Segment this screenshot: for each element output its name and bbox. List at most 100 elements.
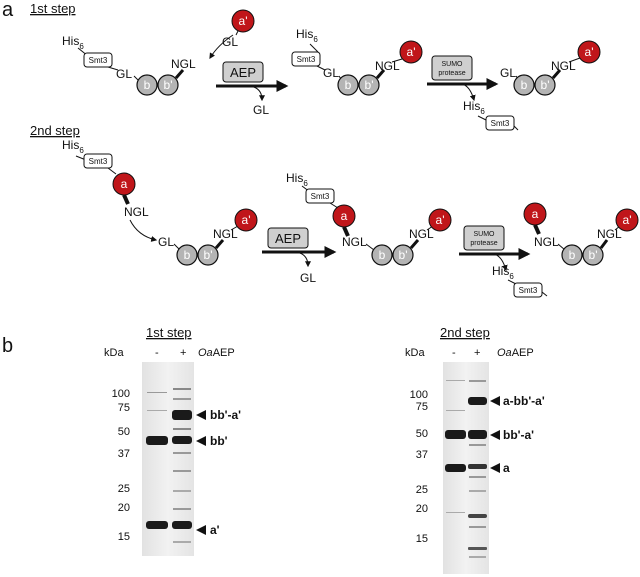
panel-b-letter: b bbox=[2, 335, 13, 357]
domain-b bbox=[513, 74, 535, 96]
step2-acceptor: GL b b' NGL a' bbox=[158, 208, 258, 266]
ngl-label: NGL bbox=[551, 59, 576, 73]
domain-b-prime-label: b' bbox=[541, 78, 550, 92]
his-label: His6 bbox=[463, 99, 485, 116]
domain-b bbox=[136, 74, 158, 96]
step1-product: GL b b' NGL a' bbox=[500, 40, 601, 96]
mw-marker: 50 bbox=[118, 426, 130, 438]
domain-b-prime bbox=[197, 244, 219, 266]
domain-a-prime-label: a' bbox=[585, 45, 594, 59]
gel1-faint-band bbox=[147, 392, 167, 393]
smt3-label: Smt3 bbox=[491, 119, 510, 128]
his-label: His6 bbox=[296, 27, 318, 44]
gel2-band bbox=[445, 430, 466, 439]
gel2-faint-band bbox=[469, 476, 486, 478]
sumo-protease-step2: SUMO protease His6 Smt3 bbox=[459, 225, 548, 298]
step2-intermediate: His6 Smt3 a NGL b b' NGL a' bbox=[286, 171, 452, 266]
aep-label: AEP bbox=[230, 65, 256, 80]
his-label: His6 bbox=[492, 264, 514, 281]
domain-a-prime bbox=[615, 208, 639, 232]
gel2-title: 2nd step bbox=[440, 325, 490, 340]
smt3-tag bbox=[291, 51, 321, 67]
lane-plus-label: + bbox=[180, 347, 186, 359]
gel1-faint-band bbox=[173, 541, 191, 543]
gl-label: GL bbox=[222, 35, 238, 49]
domain-a-prime bbox=[231, 9, 255, 33]
mw-marker: 50 bbox=[416, 428, 428, 440]
smt3-tag bbox=[83, 52, 113, 68]
domain-b-label: b bbox=[569, 248, 576, 262]
domain-b bbox=[337, 74, 359, 96]
domain-a-label: a bbox=[341, 209, 348, 223]
gl-label: GL bbox=[500, 66, 516, 80]
gel2-faint-band bbox=[446, 512, 465, 513]
domain-a-label: a bbox=[121, 177, 128, 191]
domain-a-label: a bbox=[532, 207, 539, 221]
domain-a-prime bbox=[234, 208, 258, 232]
domain-a-prime-label: a' bbox=[407, 45, 416, 59]
step1-title: 1st step bbox=[30, 1, 76, 16]
domain-b-label: b bbox=[379, 248, 386, 262]
smt3-label: Smt3 bbox=[89, 56, 108, 65]
domain-a-prime-label: a' bbox=[623, 213, 632, 227]
domain-b-prime bbox=[358, 74, 380, 96]
gel2-band bbox=[468, 547, 487, 550]
gel1-faint-band bbox=[173, 470, 191, 472]
mw-marker: 25 bbox=[416, 484, 428, 496]
gel2-band bbox=[468, 464, 487, 469]
domain-b-prime-label: b' bbox=[399, 248, 408, 262]
gel1-band bbox=[146, 521, 168, 529]
ngl-label: NGL bbox=[171, 57, 196, 71]
ngl-label: NGL bbox=[342, 235, 367, 249]
band-arrow bbox=[196, 436, 206, 446]
step1-a-prime-donor: a' GL bbox=[209, 9, 255, 60]
protease-label: protease bbox=[438, 70, 465, 77]
band-label: bb' bbox=[210, 434, 228, 448]
band-label: a bbox=[503, 461, 510, 475]
gl-label: GL bbox=[323, 66, 339, 80]
gel2-band bbox=[468, 397, 487, 405]
his-label: His6 bbox=[62, 34, 84, 51]
domain-b-label: b bbox=[144, 78, 151, 92]
domain-a-prime bbox=[428, 208, 452, 232]
gel1-band bbox=[146, 436, 168, 445]
gel2-faint-band bbox=[446, 410, 465, 411]
domain-b-prime-label: b' bbox=[164, 78, 173, 92]
lane-minus-label: - bbox=[155, 347, 159, 359]
mw-marker: 20 bbox=[416, 503, 428, 515]
band-arrow bbox=[490, 396, 500, 406]
gel2-band bbox=[445, 464, 466, 472]
mw-marker: 75 bbox=[416, 401, 428, 413]
smt3-tag bbox=[485, 115, 515, 131]
gel1-band bbox=[172, 521, 192, 529]
gel1-faint-band bbox=[173, 398, 191, 400]
domain-b-prime bbox=[534, 74, 556, 96]
ngl-label: NGL bbox=[375, 59, 400, 73]
smt3-label: Smt3 bbox=[89, 157, 108, 166]
smt3-tag bbox=[83, 153, 113, 169]
gel1-faint-band bbox=[173, 508, 191, 510]
gel1-faint-band bbox=[173, 388, 191, 390]
gel2-faint-band bbox=[469, 490, 486, 492]
gel2-panel: 2nd step kDa - + OaAEP 100 75 50 37 25 2… bbox=[405, 325, 545, 574]
domain-b-prime bbox=[392, 244, 414, 266]
step1-intermediate: His6 Smt3 GL b b' NGL a' bbox=[291, 27, 423, 96]
protease-label: protease bbox=[470, 240, 497, 247]
panel-a-letter: a bbox=[2, 0, 14, 21]
mw-marker: 37 bbox=[416, 449, 428, 461]
aep-enzyme-step1: AEP GL bbox=[216, 61, 289, 117]
mw-marker: 37 bbox=[118, 448, 130, 460]
band-label: a-bb'-a' bbox=[503, 394, 545, 408]
domain-a-prime bbox=[577, 40, 601, 64]
domain-a-prime-label: a' bbox=[436, 213, 445, 227]
mw-marker: 25 bbox=[118, 483, 130, 495]
domain-b-prime-label: b' bbox=[204, 248, 213, 262]
smt3-label: Smt3 bbox=[311, 192, 330, 201]
smt3-tag bbox=[513, 282, 543, 298]
gel2-band bbox=[468, 514, 487, 518]
gl-released-label: GL bbox=[253, 103, 269, 117]
enzyme-label: OaAEP bbox=[497, 347, 534, 359]
his-label: His6 bbox=[286, 171, 308, 188]
step1-substrate: His6 Smt3 GL b b' NGL bbox=[62, 34, 196, 96]
